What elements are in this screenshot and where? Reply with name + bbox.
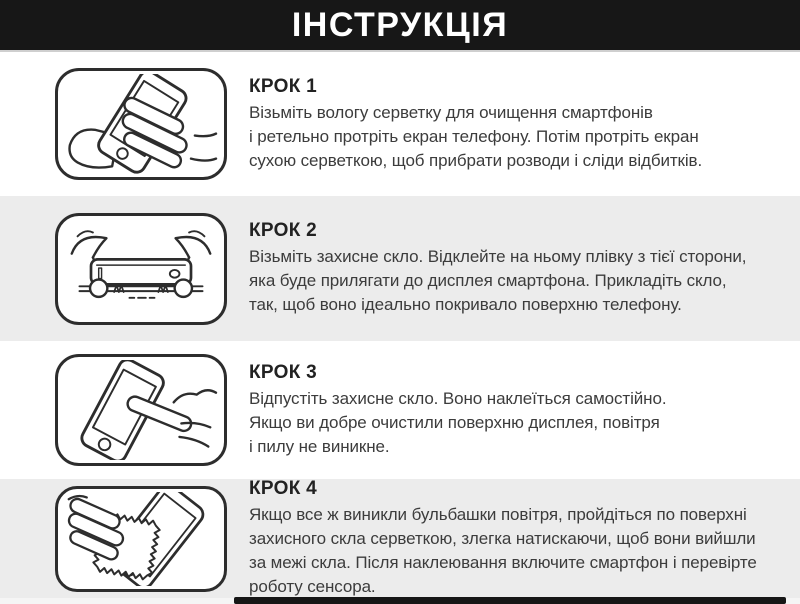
smooth-bubbles-illustration-icon <box>67 491 205 586</box>
step-3-illustration-box <box>55 354 227 466</box>
step-4-label: КРОК 4 <box>249 478 318 499</box>
press-glass-illustration-icon <box>80 360 218 460</box>
step-2-label: КРОК 2 <box>249 220 318 241</box>
step-2-row: КРОК 2 Візьміть захисне скло. Відклейте … <box>0 196 800 341</box>
step-4-row: КРОК 4 Якщо все ж виникли бульбашки пові… <box>0 478 800 599</box>
step-3-label: КРОК 3 <box>249 361 318 383</box>
step-1-illustration-box <box>55 68 227 180</box>
step-2-body: Візьміть захисне скло. Відклейте на ньом… <box>249 247 747 314</box>
step-4-body: Якщо все ж виникли бульбашки повітря, пр… <box>249 505 757 596</box>
step-3-text-block: КРОК 3 Відпустіть захисне скло. Воно нак… <box>249 361 667 459</box>
step-2-illustration-box <box>55 212 227 325</box>
peel-film-illustration-icon <box>70 229 212 299</box>
step-3-body: Відпустіть захисне скло. Воно наклеїться… <box>249 388 667 456</box>
step-4-text-block: КРОК 4 Якщо все ж виникли бульбашки пові… <box>249 478 757 599</box>
step-1-text-block: КРОК 1 Візьміть вологу серветку для очищ… <box>249 76 702 173</box>
step-1-row: КРОК 1 Візьміть вологу серветку для очищ… <box>0 52 800 196</box>
page-title: ІНСТРУКЦІЯ <box>291 5 509 44</box>
bottom-black-bar <box>234 597 786 604</box>
step-3-row: КРОК 3 Відпустіть захисне скло. Воно нак… <box>0 341 800 479</box>
wipe-phone-illustration-icon <box>68 74 218 174</box>
step-1-body: Візьміть вологу серветку для очищення см… <box>249 102 703 170</box>
step-4-illustration-box <box>55 485 227 592</box>
step-1-label: КРОК 1 <box>249 75 318 97</box>
header: ІНСТРУКЦІЯ <box>0 0 800 52</box>
step-2-text-block: КРОК 2 Візьміть захисне скло. Відклейте … <box>249 220 746 317</box>
